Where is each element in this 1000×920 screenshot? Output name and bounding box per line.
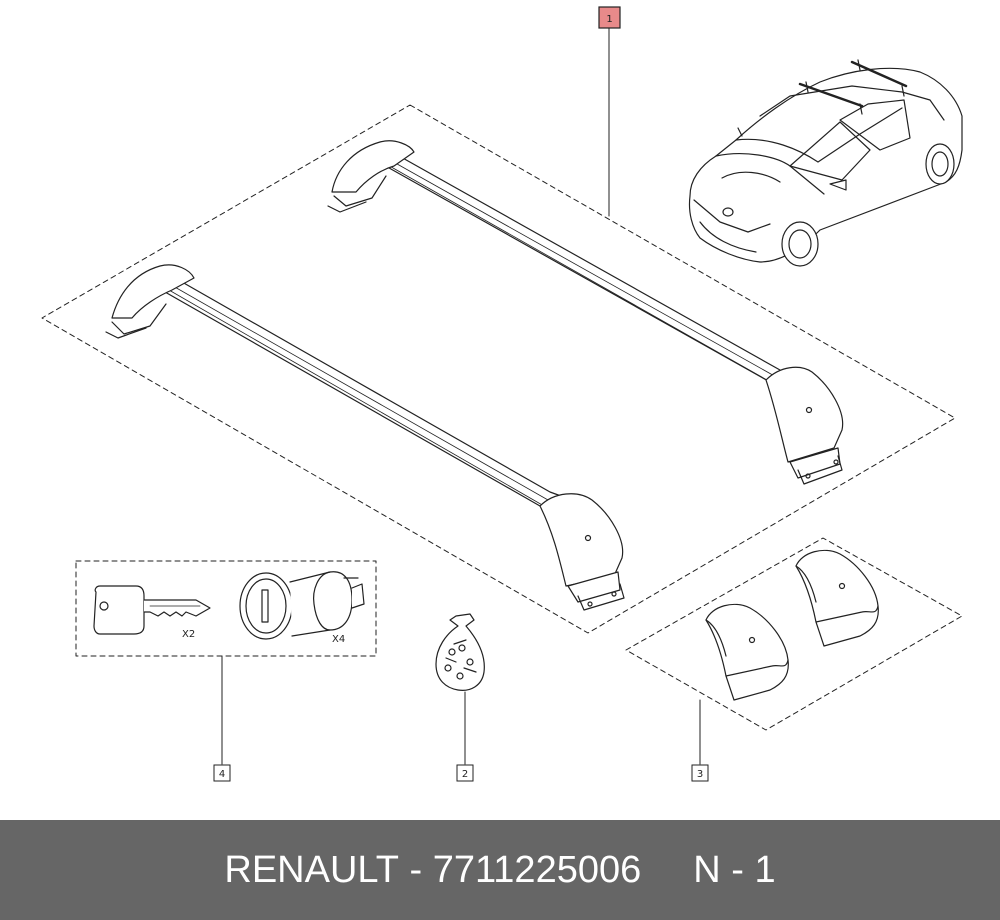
roof-bar-rear: [327, 140, 844, 485]
key-drawing: [93, 585, 211, 635]
parts-bag-drawing: [435, 613, 485, 691]
end-cap-a-drawing: [705, 603, 789, 701]
footer-page: N - 1: [693, 848, 776, 891]
parts-diagram: 1 2 3 4 X2 X4: [41, 6, 963, 782]
roof-bar-front: [105, 264, 625, 611]
callout-4[interactable]: 4: [213, 764, 231, 782]
car-illustration: [688, 59, 963, 267]
group-1-dashed-boundary: [41, 104, 956, 634]
end-cap-b-drawing: [795, 549, 879, 647]
lock-cylinder-drawing: [239, 571, 365, 640]
callout-4-label: 4: [219, 769, 225, 780]
footer-dash: -: [409, 848, 423, 891]
callout-1[interactable]: 1: [598, 6, 621, 29]
group-3-dashed-boundary: [625, 537, 963, 731]
callout-1-label: 1: [606, 14, 612, 25]
callout-3[interactable]: 3: [691, 764, 709, 782]
callout-2[interactable]: 2: [456, 764, 474, 782]
callout-2-label: 2: [462, 769, 468, 780]
callout-3-label: 3: [697, 769, 703, 780]
footer-bar: RENAULT - 7711225006 N - 1: [0, 820, 1000, 920]
keys-quantity: X2: [182, 629, 195, 640]
footer-part-number: 7711225006: [432, 848, 642, 891]
lock-cylinders-quantity: X4: [332, 634, 345, 645]
footer-brand: RENAULT: [224, 848, 399, 891]
group-4-dashed-boundary: [75, 560, 377, 657]
